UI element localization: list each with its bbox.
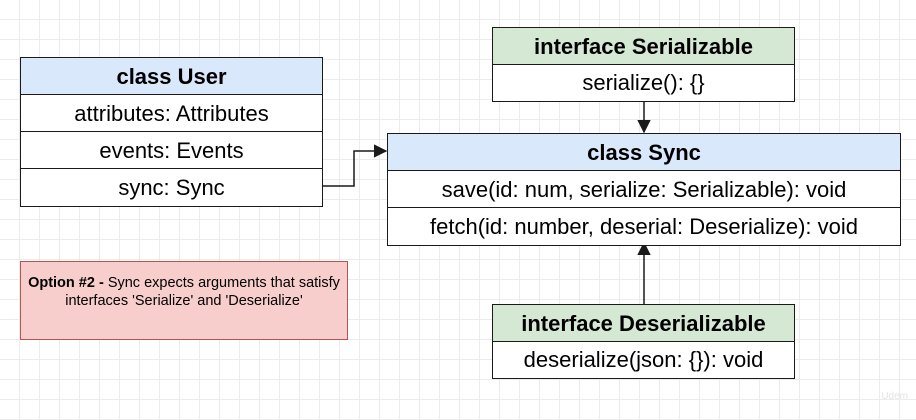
class-user-box: class User attributes: Attributes events… bbox=[20, 57, 323, 207]
user-to-sync-arrow bbox=[323, 144, 388, 187]
option-note-text: Sync expects arguments that satisfy inte… bbox=[65, 275, 340, 309]
interface-serializable-method: serialize(): {} bbox=[582, 70, 705, 95]
class-sync-method-fetch: fetch(id: number, deserial: Deserialize)… bbox=[430, 214, 858, 239]
class-sync-title: class Sync bbox=[388, 134, 900, 171]
class-sync-box: class Sync save(id: num, serialize: Seri… bbox=[387, 133, 901, 246]
interface-deserializable-title: interface Deserializable bbox=[493, 305, 794, 342]
interface-deserializable-box: interface Deserializable deserialize(jso… bbox=[492, 304, 795, 379]
class-user-field-sync: sync: Sync bbox=[118, 175, 225, 200]
option-note: Option #2 - Sync expects arguments that … bbox=[20, 261, 348, 340]
class-sync-method-save: save(id: num, serialize: Serializable): … bbox=[388, 171, 900, 208]
watermark: Udem bbox=[881, 391, 908, 402]
class-user-field-events: events: Events bbox=[21, 132, 322, 169]
interface-serializable-title: interface Serializable bbox=[493, 28, 794, 65]
class-user-title: class User bbox=[21, 58, 322, 95]
class-user-field-attributes: attributes: Attributes bbox=[21, 95, 322, 132]
option-note-label: Option #2 - bbox=[28, 275, 104, 291]
interface-deserializable-method: deserialize(json: {}): void bbox=[523, 347, 764, 372]
interface-serializable-box: interface Serializable serialize(): {} bbox=[492, 27, 795, 102]
